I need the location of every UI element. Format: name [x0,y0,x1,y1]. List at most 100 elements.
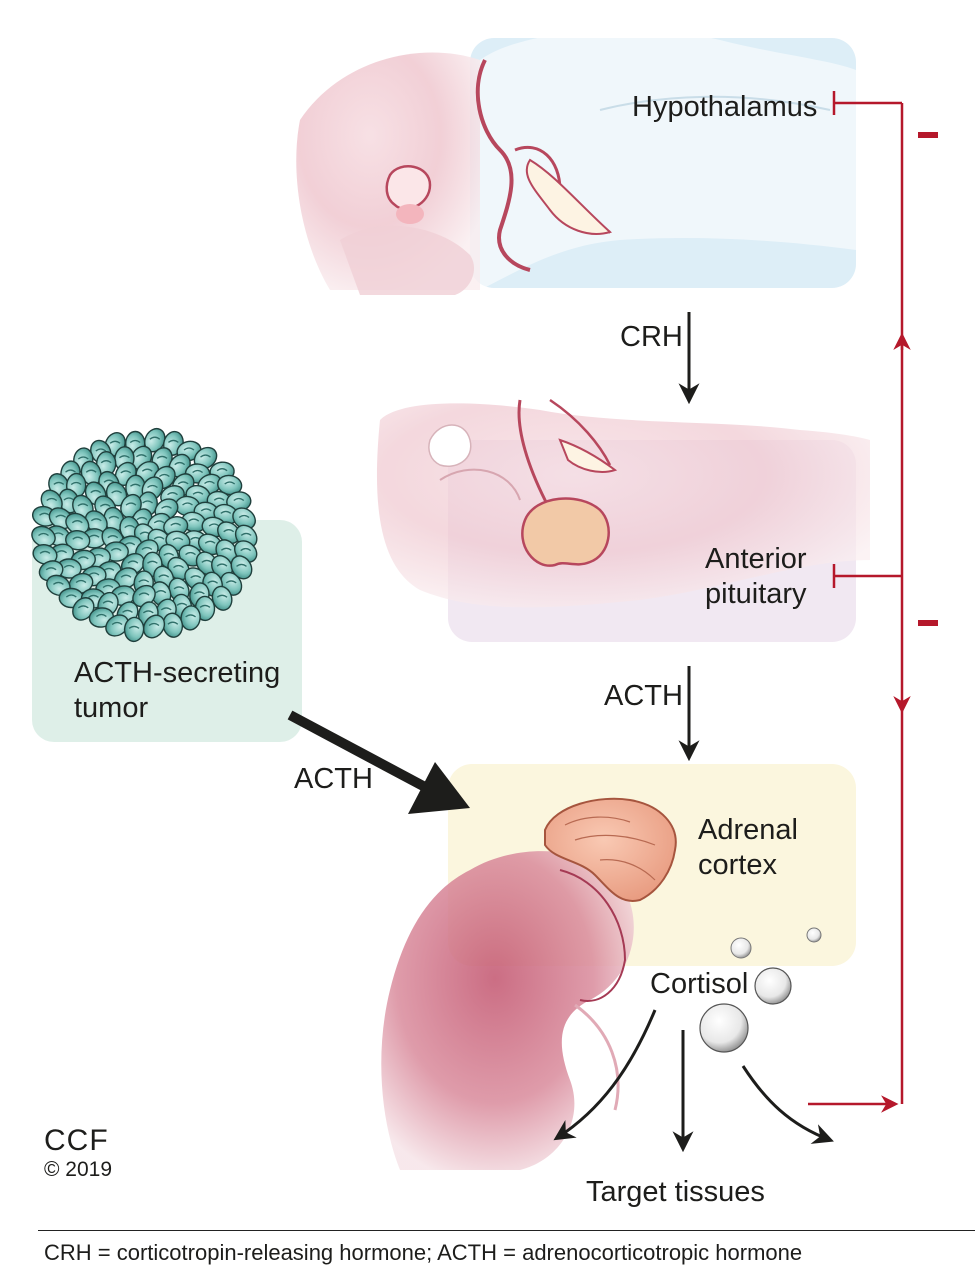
tumor-cell-nucleus [208,523,220,527]
tumor-cell-nucleus [53,481,65,485]
tumor-cell-nucleus [124,542,136,546]
tumor-cell-nucleus [111,621,123,626]
tumor-cell-nucleus [147,484,158,489]
acth-pituitary-label: ACTH [604,680,683,712]
tumor-cell-nucleus [141,546,153,551]
tumor-cell-nucleus [128,625,140,629]
tumor-cell-nucleus [161,505,172,509]
inhibition-minus-lower [918,620,938,626]
tumor-cell-nucleus [153,536,165,540]
tumor-cell [217,474,243,496]
tumor-acth-arrow [287,710,470,814]
copyright-year: © 2019 [44,1158,113,1181]
tumor-cell-nucleus [176,602,188,606]
acth-tumor-label: ACTH [294,763,373,795]
tumor-cell-nucleus [95,448,107,452]
cortisol-molecule [699,1003,749,1053]
tumor-cell-nucleus [124,524,136,529]
tumor-cell-nucleus [77,556,89,560]
hypothalamus-label: Hypothalamus [632,91,818,123]
tumor-cell-nucleus [88,572,100,576]
tumor-cell-nucleus [204,540,216,544]
abbreviation-caption: CRH = corticotropin-releasing hormone; A… [44,1240,803,1265]
tumor-cell-nucleus [167,621,179,625]
tumor-cell [232,507,256,530]
tumor-cell-nucleus [183,447,195,451]
tumor-cell-cluster [31,427,258,643]
tumor-cell-nucleus [200,508,212,512]
tumor-cell-nucleus [109,440,121,444]
tumor-cell-nucleus [111,490,123,494]
tumor-cell [230,555,253,580]
tumor-cell-nucleus [103,479,115,483]
tumor-cell-nucleus [55,514,67,518]
tumor-cell-nucleus [163,552,175,556]
tumor-cell-nucleus [75,579,87,584]
tumor-cell-nucleus [149,436,161,440]
tumor-cell-nucleus [167,439,179,443]
target-arrow-left [553,1009,657,1141]
tumor-cell-nucleus [107,535,119,539]
tumor-cell-nucleus [71,520,83,524]
tumor-cell-nucleus [204,480,215,485]
pituitary-illustration [376,398,870,608]
tumor-cell-nucleus [156,455,168,459]
tumor-cell-nucleus [77,456,89,460]
tumor-cell-nucleus [158,574,170,578]
tumor-cell-nucleus [39,512,50,516]
tumor-cell-nucleus [213,497,225,501]
tumor-cell-nucleus [85,469,97,473]
tumor-cell-nucleus [90,489,102,494]
tumor-cell-nucleus [135,454,147,458]
tumor-cell-nucleus [192,491,204,495]
tumor-cell-nucleus [108,515,120,519]
tumor-cell-nucleus [102,584,114,589]
negative-feedback-loop [808,91,911,1113]
tumor-cell-nucleus [220,547,232,551]
tumor-cell-nucleus [148,622,160,627]
tumor-cell-nucleus [240,547,252,552]
tumor-cell-nucleus [182,502,193,506]
adrenal-cortex-label: Adrenal cortex [698,814,798,881]
tumor-cell-nucleus [220,510,232,514]
tumor-cell-nucleus [118,455,130,459]
crh-label: CRH [620,321,683,353]
tumor-cell-nucleus [138,592,150,596]
tumor-cell-nucleus [95,613,107,618]
tumor-cell-nucleus [236,563,247,567]
cortisol-molecule [730,937,752,959]
tumor-cell-nucleus [46,497,58,502]
tumor-cell-nucleus [125,502,137,506]
tumor-cell-nucleus [238,514,250,519]
tumor-cell-nucleus [223,529,235,533]
tumor-label: ACTH-secreting tumor [74,657,281,724]
tumor-cell [105,614,129,637]
tumor-cell-nucleus [127,560,139,564]
tumor-cell-nucleus [170,522,182,526]
tumor-cell-nucleus [38,532,49,537]
tumor-cell-nucleus [65,594,77,598]
tumor-cell-nucleus [190,575,202,579]
target-tissues-label: Target tissues [586,1176,765,1208]
tumor-cell-nucleus [167,492,178,496]
tumor-cell-nucleus [188,518,200,522]
tumor-cell [65,529,91,551]
tumor-cell-nucleus [225,580,237,584]
inhibition-minus-upper [918,132,938,138]
tumor-cell-nucleus [39,550,51,554]
tumor-cell-nucleus [207,580,219,584]
kidney-illustration [381,851,634,1170]
tumor-cell [180,605,201,631]
tumor-cell-nucleus [233,497,245,502]
tumor-cell-nucleus [201,559,213,563]
tumor-cell [142,614,166,639]
tumor-cell-nucleus [45,567,57,571]
adrenal-gland-illustration [544,797,677,902]
cortisol-molecule [806,927,822,943]
caption-divider [38,1230,975,1231]
tumor-cell-nucleus [199,604,211,608]
tumor-cell-nucleus [136,516,148,521]
tumor-cell-nucleus [120,470,132,474]
tumor-cell-nucleus [120,574,132,578]
tumor-cell-nucleus [117,591,129,596]
